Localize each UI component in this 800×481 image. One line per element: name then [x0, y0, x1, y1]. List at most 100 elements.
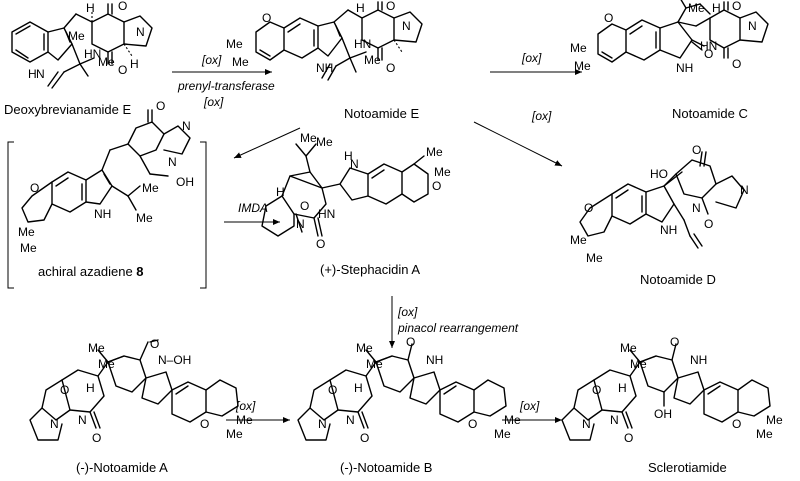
name-sclerotiamide: Sclerotiamide — [648, 460, 727, 475]
atom-label-ho: HO — [650, 167, 668, 181]
azadiene-8-structure — [21, 109, 191, 223]
atom-labels: H N Me Me HN O O N H H O Me Me NH Me HN … — [18, 0, 783, 445]
atom-label-o: O — [468, 417, 477, 431]
atom-label-nh: NH — [690, 353, 707, 367]
atom-label-n: N — [692, 201, 701, 215]
atom-label-h: H — [344, 149, 353, 163]
atom-label-n: N — [182, 119, 191, 133]
atom-label-me: Me — [226, 427, 243, 441]
atom-label-me: Me — [356, 341, 373, 355]
notoamide-e-structure — [255, 1, 423, 81]
atom-label-oh: OH — [654, 407, 672, 421]
arrow-e-to-azadiene — [233, 127, 301, 159]
deoxybrevianamide-e-structure — [11, 3, 153, 89]
atom-label-me: Me — [300, 131, 317, 145]
atom-label-o: O — [604, 11, 613, 25]
atom-label-n-oh: N–OH — [158, 353, 191, 367]
atom-label-n: N — [402, 19, 411, 33]
atom-label-me: Me — [18, 225, 35, 239]
condition-ox-5: [ox] — [397, 305, 418, 319]
atom-label-o: O — [316, 237, 325, 251]
atom-label-me: Me — [88, 341, 105, 355]
atom-label-me: Me — [630, 357, 647, 371]
atom-label-me: Me — [232, 55, 249, 69]
atom-label-me: Me — [574, 59, 591, 73]
atom-label-o: O — [150, 337, 159, 351]
condition-ox-4: [ox] — [531, 109, 552, 123]
atom-label-hn: HN — [84, 47, 101, 61]
name-notoamide-c: Notoamide C — [672, 106, 748, 121]
atom-label-nh: NH — [94, 207, 111, 221]
atom-label-o: O — [592, 383, 601, 397]
name-notoamide-b: (-)-Notoamide B — [340, 460, 432, 475]
azadiene-bracket — [7, 141, 207, 289]
atom-label-hn: HN — [318, 207, 335, 221]
atom-label-me: Me — [20, 241, 37, 255]
atom-label-o: O — [386, 61, 395, 75]
atom-label-h: H — [86, 1, 95, 15]
atom-label-hn: HN — [700, 39, 717, 53]
atom-label-n: N — [740, 183, 749, 197]
atom-label-nh: NH — [426, 353, 443, 367]
condition-ox-3: [ox] — [521, 51, 542, 65]
atom-label-n: N — [296, 217, 305, 231]
atom-label-hn: HN — [354, 37, 371, 51]
atom-label-o: O — [60, 383, 69, 397]
stephacidin-a-structure — [261, 143, 429, 237]
atom-label-n: N — [748, 19, 757, 33]
atom-label-o: O — [704, 217, 713, 231]
reaction-arrows — [172, 69, 582, 423]
atom-label-o: O — [360, 431, 369, 445]
atom-label-o: O — [584, 201, 593, 215]
name-stephacidin-a: (+)-Stephacidin A — [320, 262, 420, 277]
atom-label-h: H — [356, 1, 365, 15]
condition-pinacol: pinacol rearrangement — [397, 321, 519, 335]
atom-label-nh: NH — [660, 223, 677, 237]
atom-label-n: N — [36, 67, 45, 81]
atom-label-me: Me — [316, 135, 333, 149]
atom-label-n: N — [78, 413, 87, 427]
atom-label-o: O — [92, 431, 101, 445]
atom-label-o: O — [704, 47, 713, 61]
atom-label-h: H — [354, 381, 363, 395]
atom-label-h: H — [28, 67, 37, 81]
atom-label-o: O — [406, 335, 415, 349]
atom-label-me: Me — [756, 427, 773, 441]
atom-label-n: N — [350, 157, 359, 171]
name-notoamide-a: (-)-Notoamide A — [76, 460, 168, 475]
atom-label-n: N — [346, 413, 355, 427]
atom-label-me: Me — [620, 341, 637, 355]
atom-label-me: Me — [142, 181, 159, 195]
atom-label-me: Me — [136, 211, 153, 225]
condition-ox-2: [ox] — [203, 95, 224, 109]
atom-label-me: Me — [68, 29, 85, 43]
condition-ox-7: [ox] — [519, 399, 540, 413]
atom-label-h: H — [712, 1, 721, 15]
notoamide-c-structure — [597, 0, 769, 63]
atom-label-h: H — [86, 381, 95, 395]
atom-label-o: O — [670, 335, 679, 349]
atom-label-o: O — [624, 431, 633, 445]
arrow-e-to-d — [473, 121, 563, 167]
name-notoamide-e: Notoamide E — [344, 106, 419, 121]
atom-label-me: Me — [688, 1, 705, 15]
atom-label-nh: NH — [676, 61, 693, 75]
atom-label-me: Me — [766, 413, 783, 427]
atom-label-n: N — [50, 417, 59, 431]
atom-label-me: Me — [570, 41, 587, 55]
name-notoamide-d: Notoamide D — [640, 272, 716, 287]
atom-label-n: N — [582, 417, 591, 431]
atom-label-me: Me — [426, 145, 443, 159]
name-deoxybrevianamide-e: Deoxybrevianamide E — [4, 102, 132, 117]
atom-label-o: O — [200, 417, 209, 431]
atom-label-o: O — [262, 11, 271, 25]
notoamide-b-structure — [297, 343, 507, 441]
atom-label-me: Me — [364, 53, 381, 67]
atom-label-o: O — [30, 181, 39, 195]
condition-ox-1: [ox] — [201, 53, 222, 67]
atom-label-me: Me — [98, 55, 115, 69]
name-azadiene-8: achiral azadiene 8 — [38, 264, 144, 279]
condition-imda: IMDA — [238, 201, 268, 215]
atom-label-me: Me — [494, 427, 511, 441]
condition-ox-6: [ox] — [235, 399, 256, 413]
